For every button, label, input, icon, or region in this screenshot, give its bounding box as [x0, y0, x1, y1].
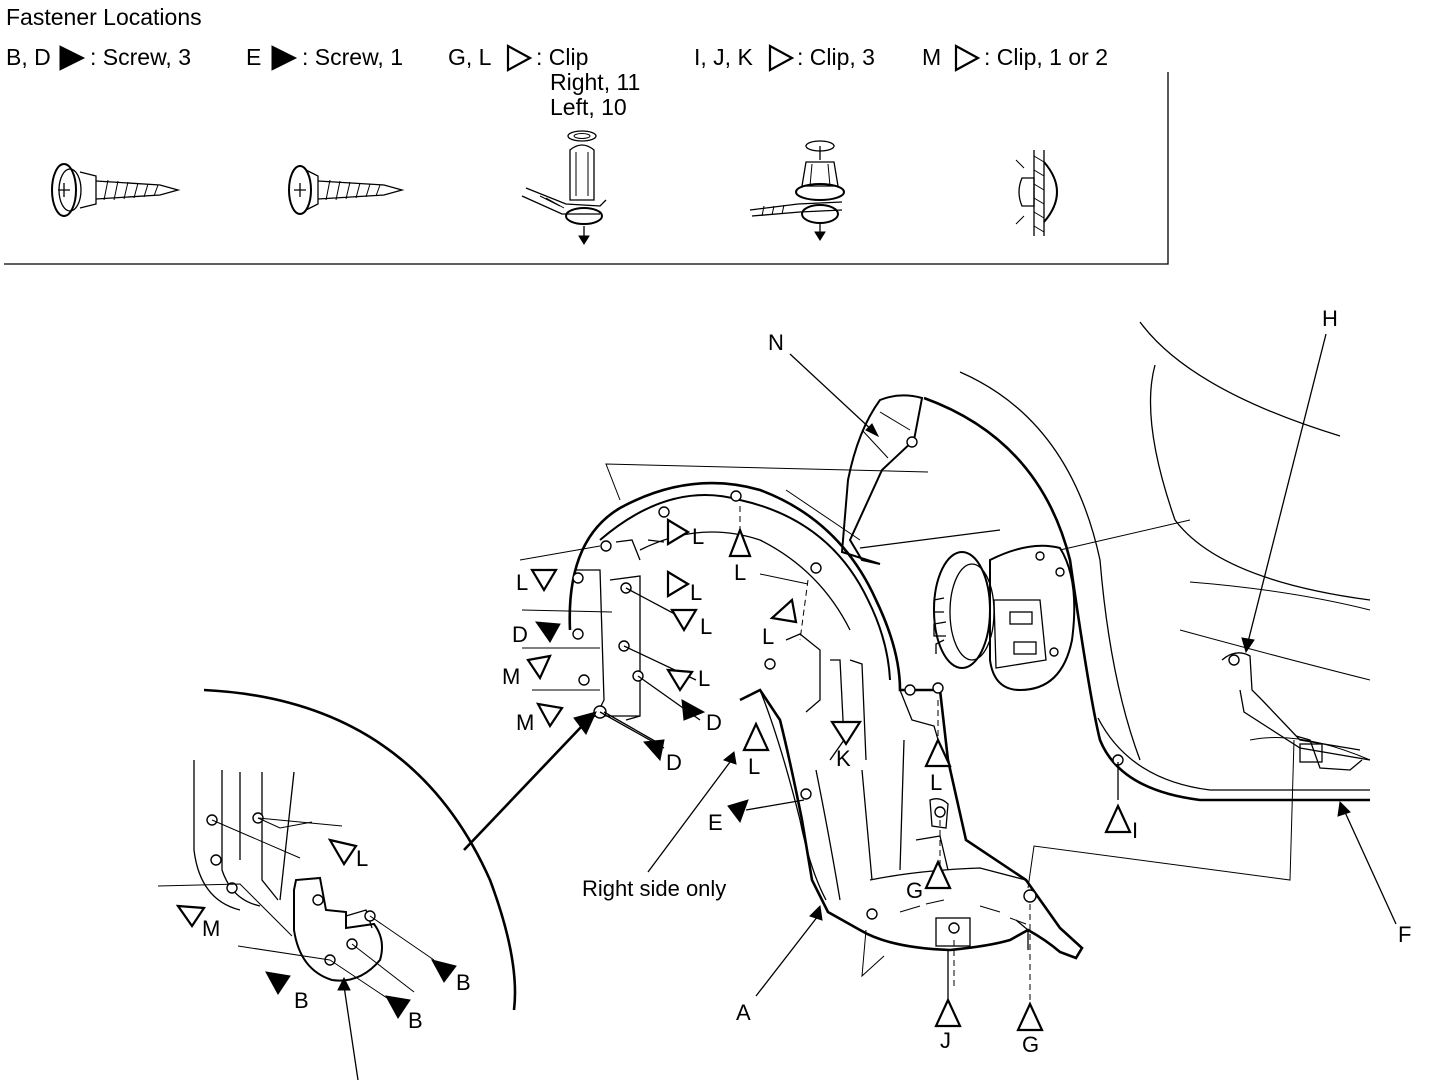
outline-triangle-icon	[506, 44, 533, 72]
legend-gl-letters: G, L	[448, 44, 492, 70]
callout-h: H	[1322, 306, 1338, 331]
legend-gl-text: : Clip	[536, 44, 588, 70]
fastener-legend: Fastener Locations B, D : Screw, 3 E : S…	[4, 4, 1169, 265]
screw-washer-icon	[51, 163, 181, 217]
outline-triangle-icon	[670, 608, 698, 633]
legend-e-text: : Screw, 1	[302, 44, 403, 70]
callout-n: N	[768, 330, 784, 355]
brake-hub	[933, 544, 1076, 692]
callout-i: I	[1132, 818, 1138, 843]
outline-triangle-icon	[954, 44, 981, 72]
callout-l: L	[692, 524, 704, 549]
outline-triangle-icon	[728, 526, 752, 558]
callout-m: M	[202, 916, 220, 941]
callout-f: F	[1398, 922, 1411, 947]
legend-gl-right: Right, 11	[550, 69, 640, 95]
callout-l: L	[356, 846, 368, 871]
outline-triangle-icon	[924, 737, 952, 768]
callout-b: B	[456, 970, 471, 995]
right-side-only-note: Right side only	[582, 876, 726, 901]
side-clip-icon	[1015, 150, 1058, 236]
callout-g: G	[906, 878, 923, 903]
outline-triangle-icon	[924, 859, 952, 890]
callout-l: L	[700, 614, 712, 639]
legend-bd-text: : Screw, 3	[90, 44, 191, 70]
outline-triangle-icon	[769, 597, 798, 624]
fender-liner	[568, 481, 1084, 1000]
callout-l: L	[516, 570, 528, 595]
callout-d: D	[706, 710, 722, 735]
callout-d: D	[666, 750, 682, 775]
filled-triangle-icon	[59, 45, 86, 71]
legend-m-text: : Clip, 1 or 2	[984, 44, 1108, 70]
callout-k: K	[836, 746, 851, 771]
callout-l: L	[690, 580, 702, 605]
outline-triangle-icon	[665, 668, 694, 693]
filled-triangle-icon	[385, 995, 411, 1019]
outline-triangle-icon	[829, 720, 863, 747]
detail-inset	[157, 688, 597, 1081]
outline-triangle-icon	[742, 721, 770, 752]
legend-e-letters: E	[246, 44, 261, 70]
filled-triangle-icon	[681, 699, 706, 721]
callout-l: L	[734, 560, 746, 585]
filled-triangle-icon	[642, 739, 665, 762]
callout-b: B	[408, 1008, 423, 1033]
filled-triangle-icon	[265, 971, 291, 995]
legend-frame	[4, 72, 1169, 265]
filled-triangle-icon	[727, 799, 749, 824]
outline-triangle-icon	[1016, 1001, 1044, 1032]
callout-l: L	[930, 770, 942, 795]
outline-triangle-icon	[175, 904, 206, 928]
outline-triangle-icon	[327, 838, 358, 867]
callout-a: A	[736, 1000, 751, 1025]
outline-triangle-icon	[526, 654, 552, 681]
callout-l: L	[762, 624, 774, 649]
filled-triangle-icon	[431, 959, 457, 983]
legend-m-letters: M	[922, 44, 941, 70]
callout-l: L	[698, 666, 710, 691]
callout-j: J	[940, 1028, 951, 1053]
outline-triangle-icon	[768, 44, 795, 72]
outline-triangle-icon	[530, 568, 558, 593]
outline-triangle-icon	[666, 518, 691, 546]
outline-triangle-icon	[666, 570, 691, 598]
legend-ijk-text: : Clip, 3	[797, 44, 875, 70]
bracket-lines	[519, 463, 1295, 978]
push-clip-large-icon	[749, 140, 845, 241]
screw-icon	[288, 165, 405, 215]
panel-n	[840, 394, 1001, 565]
filled-triangle-icon	[271, 45, 298, 71]
outline-triangle-icon	[934, 997, 962, 1028]
legend-title: Fastener Locations	[6, 4, 202, 30]
filled-triangle-icon	[534, 621, 561, 643]
push-clip-icon	[521, 130, 607, 245]
callout-m: M	[516, 710, 534, 735]
callout-l: L	[748, 754, 760, 779]
callout-m: M	[502, 664, 520, 689]
callout-b: B	[294, 988, 309, 1013]
callout-g: G	[1022, 1032, 1039, 1057]
body-outline	[923, 321, 1371, 802]
legend-gl-left: Left, 10	[550, 94, 627, 120]
callout-d: D	[512, 622, 528, 647]
callout-e: E	[708, 810, 723, 835]
callout-leaders	[599, 333, 1397, 1000]
outline-triangle-icon	[1104, 803, 1132, 834]
legend-ijk-letters: I, J, K	[694, 44, 753, 70]
bracket-h	[1112, 652, 1371, 771]
outline-triangle-icon	[535, 702, 564, 729]
legend-bd-letters: B, D	[6, 44, 51, 70]
